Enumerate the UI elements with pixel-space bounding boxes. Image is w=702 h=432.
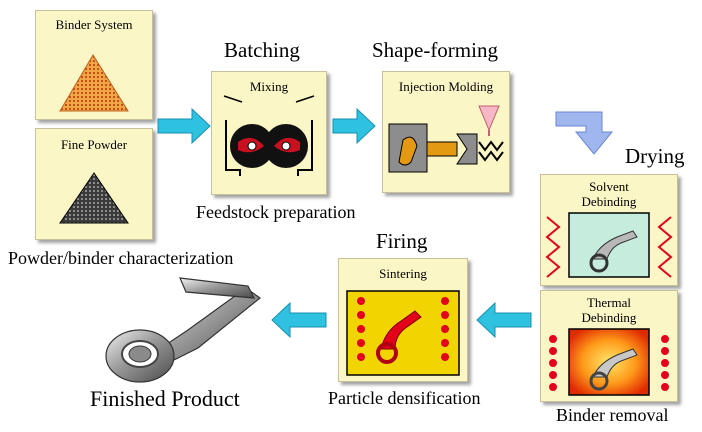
arrow-to-sintering — [476, 301, 532, 339]
solvent-debinding-panel: Solvent Debinding — [540, 174, 678, 286]
solvent-bath-icon — [545, 212, 673, 278]
injection-molding-label: Injection Molding — [398, 79, 494, 94]
arrow-to-drying — [555, 111, 614, 155]
stage-firing: Firing — [376, 229, 428, 253]
solvent-debinding-label: Solvent Debinding — [581, 179, 637, 209]
caption-finished: Finished Product — [90, 386, 240, 411]
caption-feedstock: Feedstock preparation — [196, 202, 356, 222]
molding-machine-icon — [388, 105, 504, 173]
binder-system-panel: Binder System — [35, 10, 153, 120]
caption-characterization: Powder/binder characterization — [8, 248, 234, 268]
caption-binder-removal: Binder removal — [556, 405, 669, 425]
binder-system-label: Binder System — [55, 17, 133, 32]
mixer-rollers-icon — [223, 95, 315, 176]
arrow-to-finished — [271, 301, 327, 339]
caption-densification: Particle densification — [328, 388, 481, 408]
stage-batching: Batching — [224, 38, 300, 62]
finished-part-icon — [105, 277, 261, 383]
binder-pile-icon — [59, 54, 129, 112]
injection-molding-panel: Injection Molding — [382, 71, 510, 193]
mixing-label: Mixing — [249, 79, 289, 94]
stage-drying: Drying — [625, 144, 685, 168]
arrow-to-molding — [332, 107, 376, 145]
thermal-debinding-panel: Thermal Debinding — [540, 290, 678, 402]
sintering-furnace-icon — [346, 290, 460, 376]
mixing-panel: Mixing — [211, 71, 327, 195]
sintering-label: Sintering — [379, 266, 427, 281]
arrow-to-mixing — [157, 107, 211, 145]
stage-shape-forming: Shape-forming — [372, 38, 498, 62]
sintering-panel: Sintering — [338, 258, 468, 382]
thermal-debinding-label: Thermal Debinding — [581, 295, 637, 325]
fine-powder-label: Fine Powder — [60, 137, 128, 152]
fine-powder-panel: Fine Powder — [35, 128, 153, 240]
furnace-icon — [549, 328, 669, 396]
powder-pile-icon — [59, 172, 129, 224]
